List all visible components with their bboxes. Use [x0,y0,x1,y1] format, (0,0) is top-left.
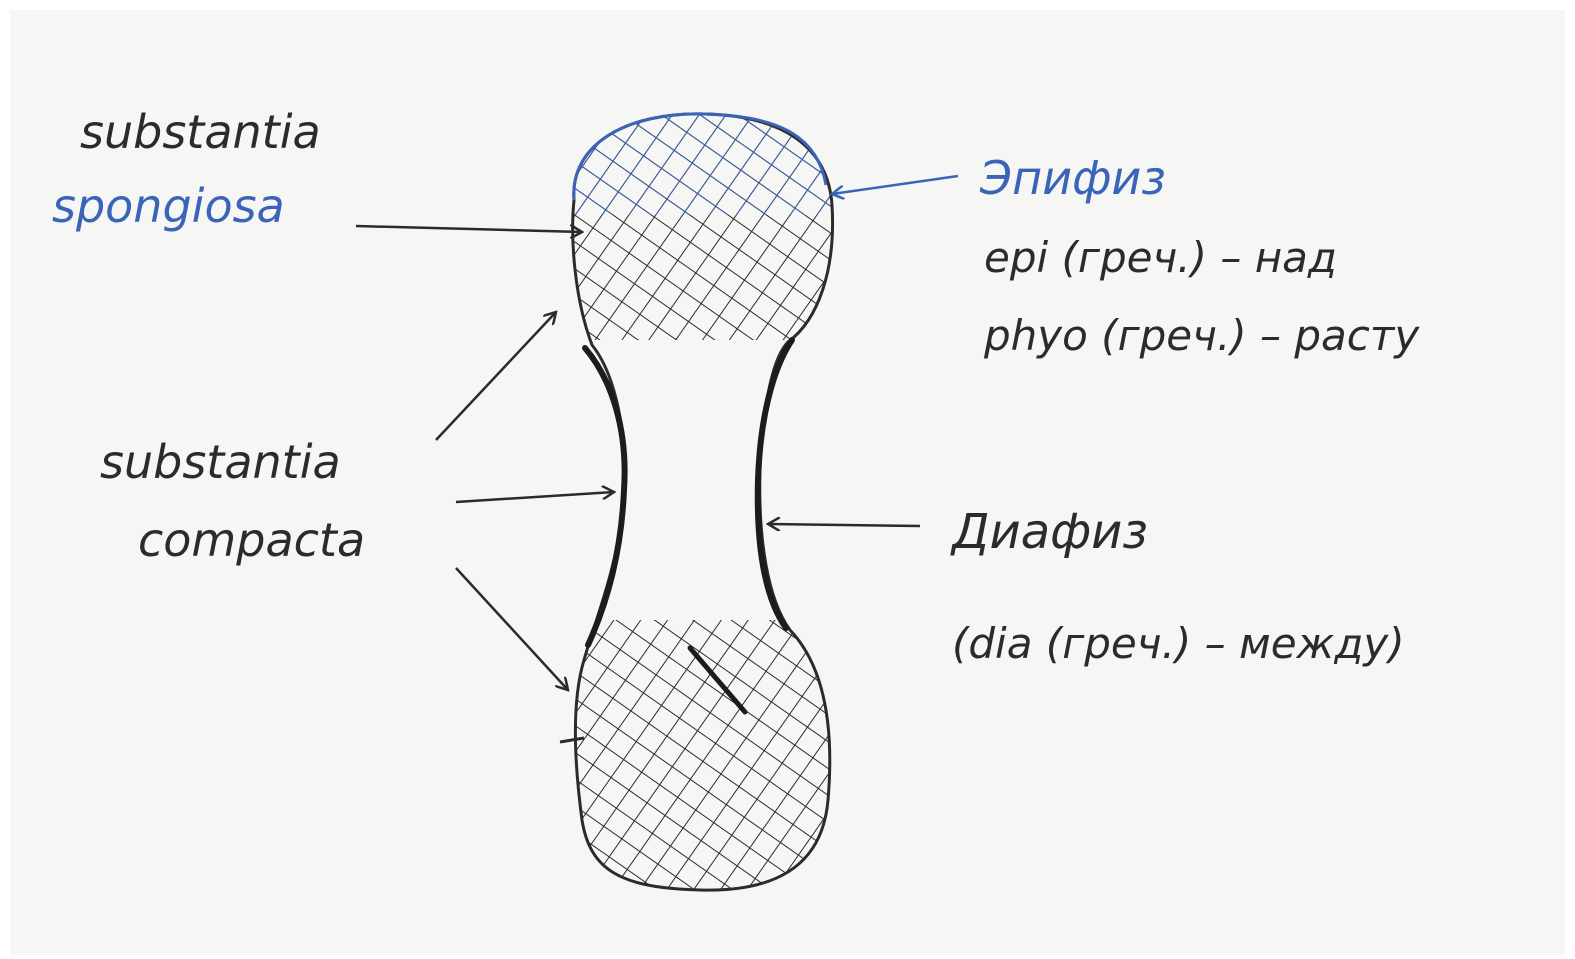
label-spongiosa-line1: substantia [80,105,321,159]
arrow-diaphysis [768,524,920,526]
upper-epiphysis-blue-hatch [560,105,840,215]
epiphysis-hatching [550,100,850,900]
label-compacta-line2: compacta [138,513,365,567]
label-epiphysis-line2: phyo (греч.) – расту [983,311,1420,360]
label-diaphysis-line1: (dia (греч.) – между) [952,619,1405,668]
label-epiphysis-title: Эпифиз [979,151,1166,205]
arrow-spongiosa [356,226,582,232]
label-spongiosa-line2: spongiosa [52,179,285,233]
label-compacta-line1: substantia [100,435,341,489]
arrow-compacta-upper [436,312,556,440]
compact-wall-right [758,340,792,628]
label-diaphysis-title: Диафиз [950,504,1148,560]
arrow-epiphysis [832,176,958,194]
label-epiphysis-line1: epi (греч.) – над [984,233,1337,282]
arrow-compacta-middle [456,492,614,502]
compact-wall-left [585,348,625,645]
arrow-compacta-lower [456,568,568,690]
